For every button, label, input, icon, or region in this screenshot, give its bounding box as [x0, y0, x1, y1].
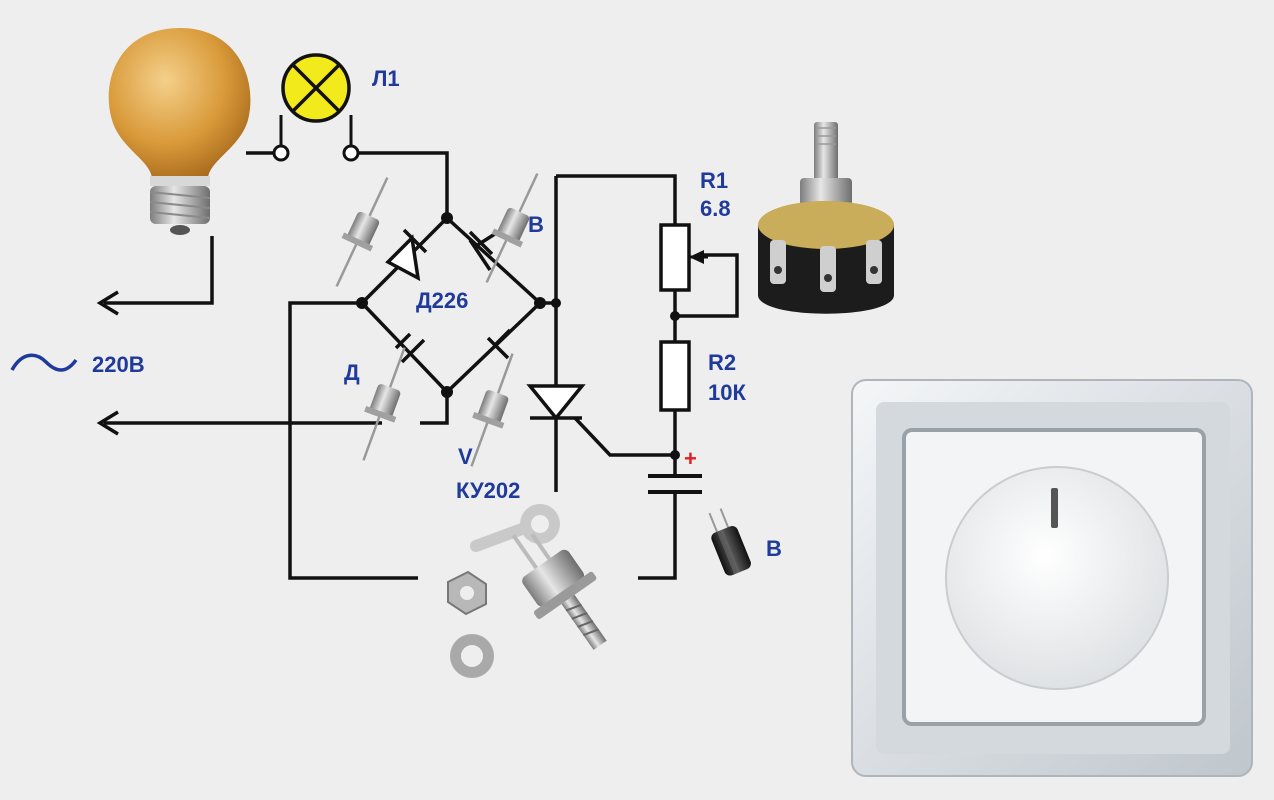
ac-symbol-icon	[10, 353, 78, 372]
diode-partial-right: В	[528, 212, 544, 237]
diode-partial-left: Д	[344, 360, 360, 385]
mains-label: 220В	[92, 352, 145, 377]
thyristor-symbol	[526, 384, 586, 421]
capacitor-partial: В	[766, 536, 782, 561]
r2-name: R2	[708, 350, 736, 375]
lamp-symbol	[279, 53, 353, 146]
diode-component-photos	[335, 173, 539, 467]
resistor-r1	[659, 223, 708, 292]
mains-arrows	[96, 290, 119, 436]
thyristor-label: КУ202	[456, 478, 520, 503]
lamp-terminals	[272, 144, 360, 162]
thyristor-partial: V	[458, 444, 473, 469]
resistor-r2	[659, 340, 691, 412]
light-bulb-icon	[108, 28, 251, 235]
potentiometer-icon	[758, 122, 894, 314]
thyristor-icon	[447, 504, 607, 678]
lamp-label: Л1	[372, 66, 400, 91]
r1-name: R1	[700, 168, 728, 193]
diode-icon	[385, 230, 512, 364]
capacitor-plus: +	[684, 446, 697, 471]
diode-bridge-label: Д226	[416, 288, 468, 313]
capacitor-symbol	[648, 474, 702, 494]
r1-value: 6.8	[700, 196, 731, 221]
capacitor-icon	[708, 508, 751, 576]
r2-value: 10К	[708, 380, 746, 405]
dimmer-switch-icon	[851, 379, 1253, 777]
